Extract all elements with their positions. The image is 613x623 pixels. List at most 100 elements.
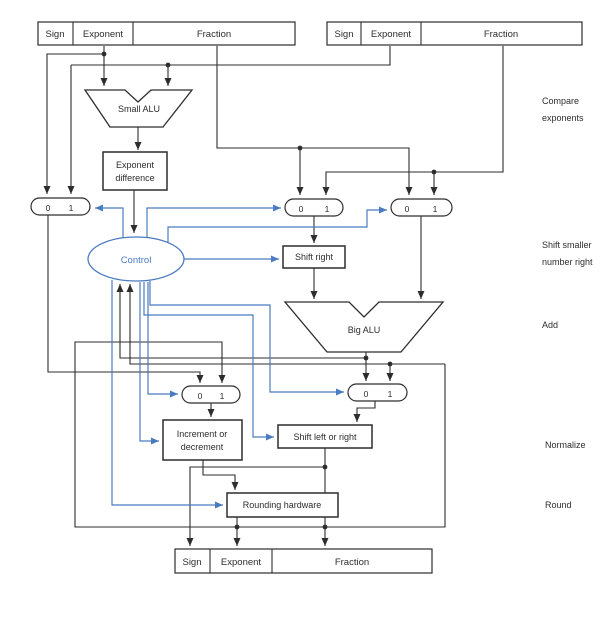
small-alu-label: Small ALU [118,104,160,114]
junction-left-exponent [101,51,107,57]
stage-add: Add [542,320,558,330]
stage-normalize: Normalize [545,440,586,450]
field-exponent: Exponent [371,29,412,40]
register-top-right: Sign Exponent Fraction [326,21,583,46]
field-sign: Sign [182,557,201,568]
stage-shift-1: Shift smaller [542,240,592,250]
wire-left-fraction-to-mux3-0 [216,46,413,195]
stage-shift-2: number right [542,257,593,267]
stage-labels: Compare exponents Shift smaller number r… [542,96,593,510]
shift-left-right-frame [277,424,373,449]
wire-to-result-sign [186,466,325,546]
mux1-shape [30,197,91,216]
wire-control-to-rounding [111,280,223,509]
wire-control-to-mux1 [95,204,124,240]
control-wires [95,204,387,509]
wire-left-exponent-to-mux1-0 [43,53,104,194]
wire-right-fraction-to-mux2-1 [322,46,504,195]
field-exponent: Exponent [83,29,124,40]
junction-dots [101,51,437,530]
control-label: Control [121,255,152,266]
exponent-difference-box: Exponent difference [102,151,168,191]
exponent-difference-label-1: Exponent [116,160,155,170]
register-bottom-frame [174,548,433,574]
rounding-hardware-label: Rounding hardware [243,500,322,510]
field-fraction: Fraction [335,557,369,568]
shift-left-right-box: Shift left or right [277,424,373,449]
small-alu-shape [83,89,194,128]
rounding-hardware-box: Rounding hardware [226,492,339,518]
increment-decrement-label-2: decrement [181,442,224,452]
mux-input-0: 0 [364,389,369,399]
big-alu: Big ALU [283,301,445,353]
wire-control-to-increment [139,282,159,445]
shift-right-frame [282,245,346,269]
shift-right-box: Shift right [282,245,346,269]
mux-input-1: 1 [69,203,74,213]
mux-input-1: 1 [220,391,225,401]
wire-mux1-to-mux4-0 [47,215,204,383]
black-wires [43,46,504,546]
increment-decrement-frame [162,419,243,461]
junction-left-fraction [297,145,303,151]
mux5: 0 1 [347,383,408,402]
mux-input-1: 1 [433,204,438,214]
field-fraction: Fraction [197,29,231,40]
stage-round: Round [545,500,572,510]
mux-input-0: 0 [198,391,203,401]
mux-input-1: 1 [388,389,393,399]
mux-input-0: 0 [299,204,304,214]
wire-control-to-mux4 [147,282,178,398]
wire-right-exponent-run [71,46,391,66]
field-sign: Sign [334,29,353,40]
junction-big-alu-output [363,355,369,361]
register-bottom: Sign Exponent Fraction [174,548,433,574]
field-fraction: Fraction [484,29,518,40]
rounding-hardware-frame [226,492,339,518]
exponent-difference-label-2: difference [115,173,154,183]
mux-input-0: 0 [46,203,51,213]
big-alu-shape [283,301,445,353]
junction-result-exponent [234,524,240,530]
wire-result-feedback-to-control [126,284,445,365]
stage-compare-1: Compare [542,96,579,106]
big-alu-label: Big ALU [348,325,381,335]
mux2: 0 1 [284,198,344,217]
mux5-shape [347,383,408,402]
register-top-left: Sign Exponent Fraction [37,21,296,46]
field-exponent: Exponent [221,557,262,568]
exponent-difference-frame [102,151,168,191]
wire-control-to-mux2 [146,204,281,241]
small-alu: Small ALU [83,89,194,128]
junction-right-fraction [431,169,437,175]
increment-decrement-label-1: Increment or [177,429,228,439]
register-top-right-frame [326,21,583,46]
junction-right-exponent [165,62,171,68]
increment-decrement-box: Increment or decrement [162,419,243,461]
junction-normalize-output [322,464,328,470]
wire-result-feedback-loop-to-mux4-1 [74,341,446,528]
shift-left-right-label: Shift left or right [293,432,357,442]
junction-feedback-mux5 [387,361,393,367]
wire-increment-to-rounding [202,460,239,490]
mux3-shape [390,198,453,217]
wire-big-alu-feedback-to-control [116,284,366,359]
register-top-left-frame [37,21,296,46]
mux2-shape [284,198,344,217]
wire-control-to-mux5 [149,281,344,396]
mux-input-1: 1 [325,204,330,214]
junction-result-fraction [322,524,328,530]
mux4: 0 1 [181,385,241,404]
shift-right-label: Shift right [295,252,334,262]
control-shape [87,236,185,282]
stage-compare-2: exponents [542,113,584,123]
mux1: 0 1 [30,197,91,216]
control-unit: Control [87,236,185,282]
mux3: 0 1 [390,198,453,217]
field-sign: Sign [45,29,64,40]
wire-mux5-to-shift-left-right [353,401,376,422]
mux-input-0: 0 [405,204,410,214]
mux4-shape [181,385,241,404]
